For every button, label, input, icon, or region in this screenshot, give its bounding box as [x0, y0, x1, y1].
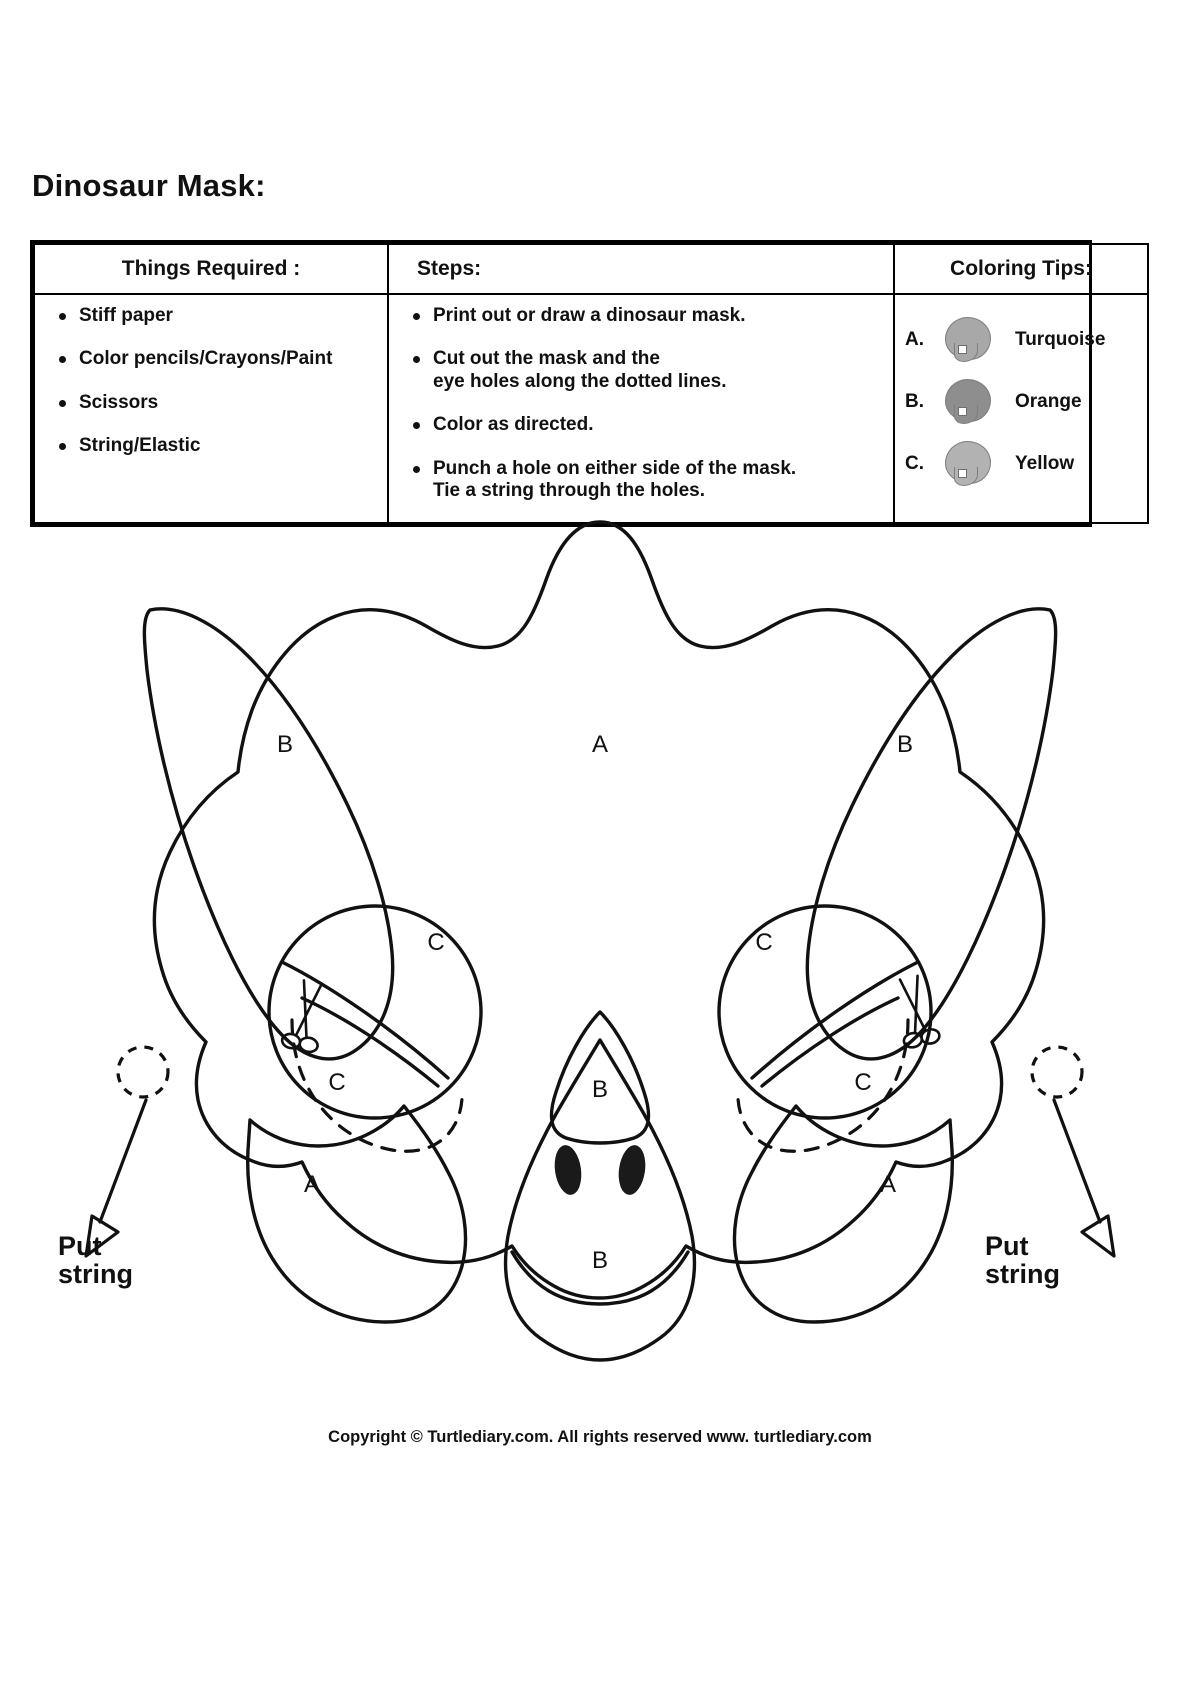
color-swatch: [937, 317, 999, 363]
mask-horn-left: [142, 607, 395, 1061]
list-item: Print out or draw a dinosaur mask.: [407, 305, 885, 327]
list-item: Cut out the mask and the eye holes along…: [407, 348, 885, 393]
label-eye-right-lower: C: [854, 1069, 871, 1096]
materials-table: Things Required : Steps: Coloring Tips: …: [30, 240, 1149, 528]
mask-eye-left-outline: [267, 904, 483, 1120]
scissors-icon-right: [898, 974, 941, 1049]
label-horn-right: B: [897, 731, 913, 758]
put-string-line-2: string: [58, 1259, 134, 1290]
color-swatch: [937, 441, 999, 487]
label-cheek-left: A: [304, 1171, 320, 1198]
scissors-icon-left: [280, 979, 323, 1054]
mask-eye-right-cut-line: [760, 996, 900, 1088]
step-line-2: eye holes along the dotted lines.: [433, 370, 727, 392]
mask-horn-right: [805, 607, 1058, 1061]
label-nose-horn: B: [592, 1076, 608, 1103]
label-snout: B: [592, 1247, 608, 1274]
mask-snout: [503, 1038, 697, 1362]
swatch-hole-icon: [958, 407, 967, 416]
list-item: Stiff paper: [53, 305, 379, 327]
put-string-arrow-left: [98, 1098, 148, 1224]
put-string-arrow-left-head: [84, 1214, 120, 1258]
punch-hole-left: [116, 1045, 170, 1099]
header-things-required: Things Required :: [33, 243, 389, 295]
table-body-row: Stiff paper Color pencils/Crayons/Paint …: [33, 292, 1149, 525]
color-swatch: [937, 379, 999, 425]
tip-color-name: Yellow: [1015, 453, 1075, 474]
put-string-line-1: Put: [58, 1231, 102, 1261]
steps-cell: Print out or draw a dinosaur mask. Cut o…: [387, 292, 895, 525]
tip-color-name: Orange: [1015, 391, 1082, 412]
copyright-footer: Copyright © Turtlediary.com. All rights …: [328, 1428, 872, 1446]
swatch-hole-icon: [958, 345, 967, 354]
step-line-2: Tie a string through the holes.: [433, 480, 706, 502]
coloring-tip-row: C. Yellow: [905, 433, 1141, 495]
dinosaur-mask-illustration: A B B C C C C A A B B: [0, 500, 1200, 1380]
header-steps: Steps:: [387, 243, 895, 295]
mask-eye-right-outline: [717, 904, 933, 1120]
put-string-label-left: Put string: [58, 1232, 133, 1288]
tip-letter: A.: [905, 329, 924, 350]
step-line-1: Punch a hole on either side of the mask.: [433, 457, 797, 479]
mask-mouth: [510, 1250, 690, 1306]
put-string-arrow-right: [1052, 1098, 1102, 1224]
mask-eye-left-dashed-cut: [290, 1018, 464, 1153]
label-eye-left-lower: C: [328, 1069, 345, 1096]
put-string-arrow-right-head: [1080, 1214, 1116, 1258]
list-item: Color as directed.: [407, 414, 885, 436]
mask-cheek-right: [732, 1104, 954, 1324]
step-line-1: Print out or draw a dinosaur mask.: [433, 305, 746, 326]
mask-eye-right-lid-line: [750, 960, 920, 1080]
mask-head-outline: [152, 520, 1046, 1300]
mask-eye-left-lid-line: [280, 960, 450, 1080]
page-title: Dinosaur Mask:: [32, 168, 266, 203]
mask-nostril-left: [554, 1145, 582, 1195]
tip-color-name: Turquoise: [1015, 329, 1106, 350]
label-cheek-right: A: [880, 1171, 896, 1198]
swatch-hole-icon: [958, 469, 967, 478]
header-coloring-tips: Coloring Tips:: [893, 243, 1149, 295]
mask-eye-left-cut-line: [300, 996, 440, 1088]
step-line-1: Cut out the mask and the: [433, 348, 660, 370]
step-line-1: Color as directed.: [433, 414, 594, 436]
mask-cheek-left: [246, 1104, 468, 1324]
put-string-label-right: Put string: [985, 1232, 1060, 1288]
coloring-tips-cell: A. Turquoise B.: [893, 292, 1149, 525]
mask-nostril-right: [618, 1145, 646, 1195]
steps-list: Print out or draw a dinosaur mask. Cut o…: [397, 305, 885, 502]
mask-eye-right-dashed-cut: [736, 1018, 910, 1153]
put-string-line-2: string: [985, 1259, 1061, 1290]
label-eye-left-upper: C: [427, 929, 444, 956]
label-frill-center: A: [592, 731, 608, 758]
list-item: String/Elastic: [53, 435, 379, 457]
label-eye-right-upper: C: [755, 929, 772, 956]
tip-letter: C.: [905, 453, 924, 474]
list-item: Punch a hole on either side of the mask.…: [407, 458, 885, 503]
put-string-line-1: Put: [985, 1231, 1029, 1261]
tip-letter: B.: [905, 391, 924, 412]
things-required-list: Stiff paper Color pencils/Crayons/Paint …: [43, 305, 379, 458]
list-item: Color pencils/Crayons/Paint: [53, 348, 379, 370]
things-required-cell: Stiff paper Color pencils/Crayons/Paint …: [33, 292, 389, 525]
mask-nose-horn: [549, 1010, 651, 1145]
list-item: Scissors: [53, 392, 379, 414]
label-horn-left: B: [277, 731, 293, 758]
table-header-row: Things Required : Steps: Coloring Tips:: [33, 243, 1149, 295]
coloring-tip-row: A. Turquoise: [905, 309, 1141, 371]
punch-hole-right: [1030, 1045, 1084, 1099]
coloring-tip-row: B. Orange: [905, 371, 1141, 433]
